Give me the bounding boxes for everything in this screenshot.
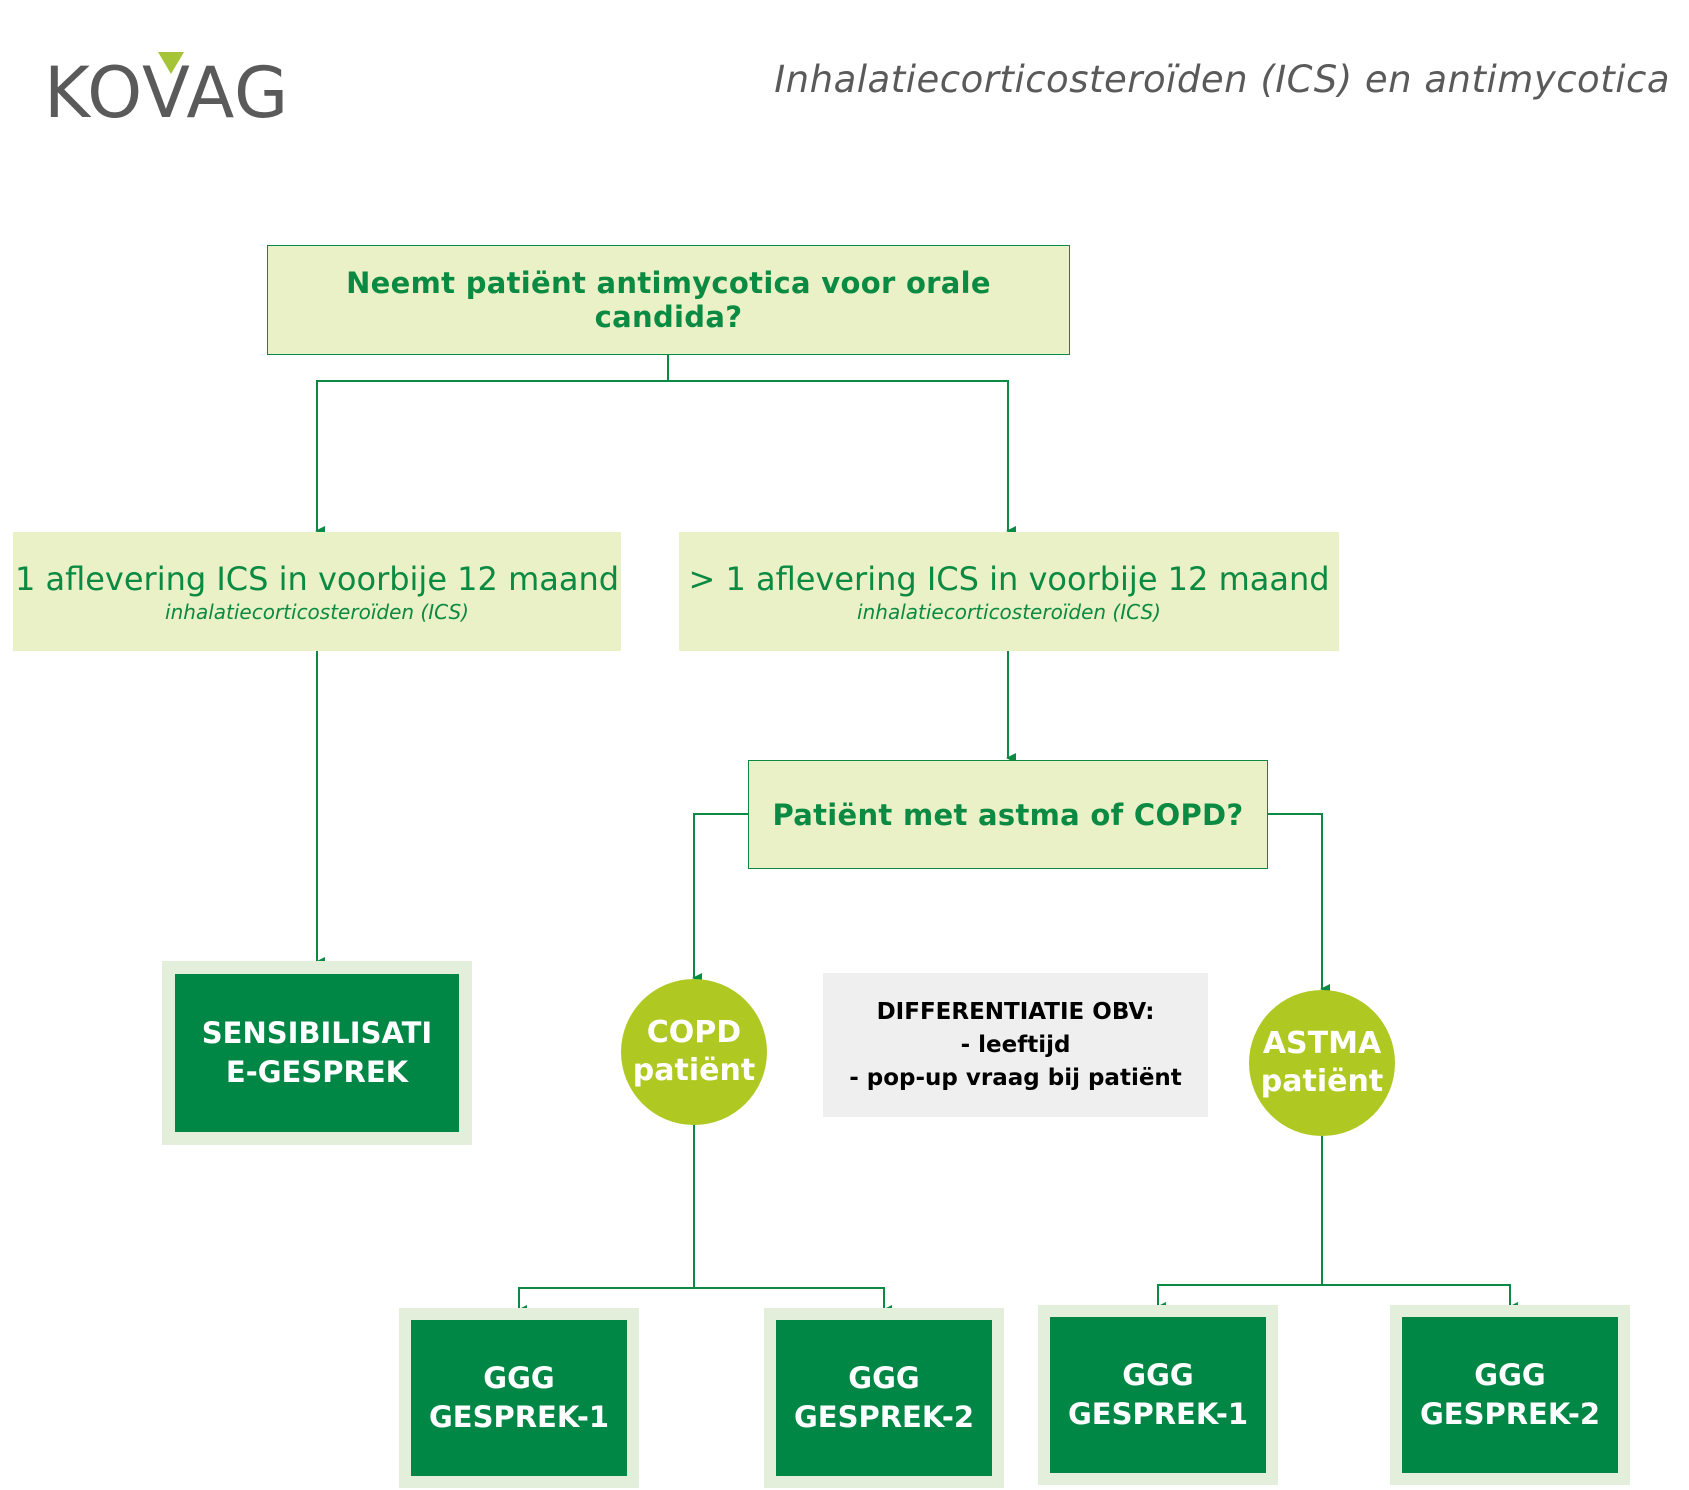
- question-astma-copd: Patiënt met astma of COPD?: [748, 760, 1268, 869]
- outcome-copd-ggg2-frame: GGG GESPREK-2: [764, 1308, 1004, 1488]
- branch-single-ics-sublabel: inhalatiecorticosteroïden (ICS): [165, 599, 469, 624]
- astma-ggg1-line1: GGG: [1122, 1358, 1194, 1392]
- connector-copd-to-ggg1: [517, 1287, 694, 1315]
- astma-label: ASTMA: [1262, 1026, 1382, 1061]
- differentiatie-note: DIFFERENTIATIE OBV: - leeftijd - pop-up …: [823, 973, 1208, 1117]
- logo-triangle-icon: [158, 52, 184, 74]
- outcome-astma-ggg2-frame: GGG GESPREK-2: [1390, 1305, 1630, 1485]
- kovag-logo: KOVAG: [44, 52, 304, 128]
- connector-astma-to-ggg2: [1322, 1284, 1518, 1312]
- connector-astma-to-ggg1: [1156, 1284, 1322, 1312]
- outcome-copd-ggg2: GGG GESPREK-2: [776, 1320, 992, 1476]
- connector-q2-to-copd: [692, 813, 748, 983]
- astma-ggg2-line1: GGG: [1474, 1358, 1546, 1392]
- astma-ggg2-line2: GESPREK-2: [1419, 1397, 1601, 1431]
- outcome-astma-ggg1-frame: GGG GESPREK-1: [1038, 1305, 1278, 1485]
- connector-copd-to-ggg2: [694, 1287, 892, 1315]
- connector-q1-left: [315, 380, 668, 536]
- outcome-copd-ggg1-frame: GGG GESPREK-1: [399, 1308, 639, 1488]
- copd-patient-node: COPD patiënt: [621, 979, 767, 1125]
- outcome-sensibilisatie-frame: SENSIBILISATIE-GESPREK: [162, 961, 472, 1145]
- astma-sublabel: patiënt: [1260, 1064, 1384, 1099]
- copd-ggg1-line2: GESPREK-1: [428, 1400, 610, 1434]
- copd-sublabel: patiënt: [632, 1053, 756, 1088]
- outcome-sensibilisatie: SENSIBILISATIE-GESPREK: [175, 974, 459, 1132]
- differentiatie-item-leeftijd: - leeftijd: [960, 1031, 1071, 1058]
- branch-single-ics: 1 aflevering ICS in voorbije 12 maand in…: [13, 532, 621, 651]
- question-antimycotica-text: Neemt patiënt antimycotica voor orale ca…: [346, 266, 991, 334]
- question-antimycotica: Neemt patiënt antimycotica voor orale ca…: [267, 245, 1070, 355]
- branch-single-ics-label: 1 aflevering ICS in voorbije 12 maand: [14, 559, 620, 598]
- branch-multiple-ics: > 1 aflevering ICS in voorbije 12 maand …: [679, 532, 1339, 651]
- connector-q2-to-astma: [1268, 813, 1330, 994]
- differentiatie-item-popup: - pop-up vraag bij patiënt: [849, 1064, 1182, 1091]
- copd-ggg1-line1: GGG: [483, 1361, 555, 1395]
- outcome-copd-ggg1: GGG GESPREK-1: [411, 1320, 627, 1476]
- copd-ggg2-line1: GGG: [848, 1361, 920, 1395]
- branch-multiple-ics-label: > 1 aflevering ICS in voorbije 12 maand: [688, 559, 1330, 598]
- outcome-astma-ggg1: GGG GESPREK-1: [1050, 1317, 1266, 1473]
- astma-patient-node: ASTMA patiënt: [1249, 990, 1395, 1136]
- branch-multiple-ics-sublabel: inhalatiecorticosteroïden (ICS): [857, 599, 1161, 624]
- outcome-sensibilisatie-label: SENSIBILISATIE-GESPREK: [201, 1016, 433, 1089]
- outcome-astma-ggg2: GGG GESPREK-2: [1402, 1317, 1618, 1473]
- connector-q1-right: [668, 380, 1016, 536]
- differentiatie-title: DIFFERENTIATIE OBV:: [876, 998, 1155, 1025]
- page-title: Inhalatiecorticosteroïden (ICS) en antim…: [774, 58, 1670, 101]
- astma-ggg1-line2: GESPREK-1: [1067, 1397, 1249, 1431]
- copd-ggg2-line2: GESPREK-2: [793, 1400, 975, 1434]
- question-astma-copd-text: Patiënt met astma of COPD?: [772, 797, 1244, 832]
- copd-label: COPD: [646, 1015, 742, 1050]
